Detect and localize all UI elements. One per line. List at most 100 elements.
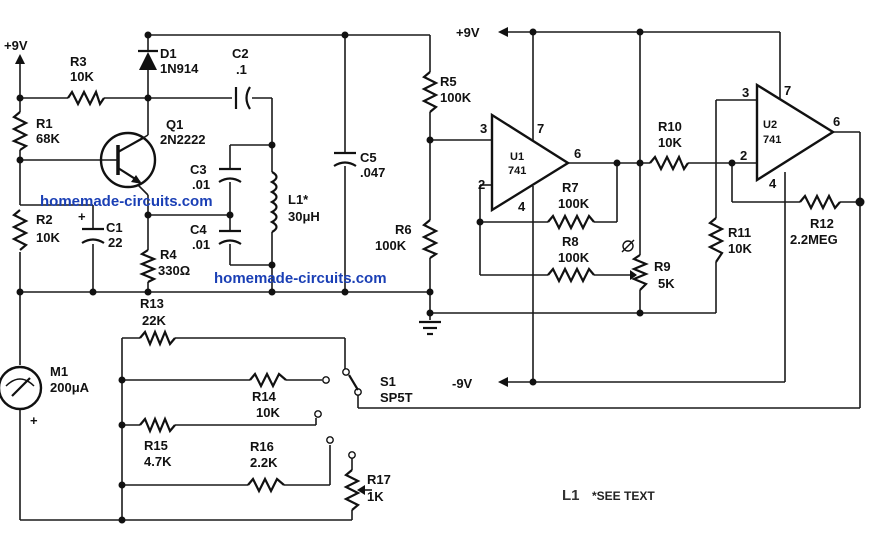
r15-value: 4.7K [144,454,172,469]
capacitor-c2 [234,86,251,110]
resistor-r12 [799,193,841,211]
opamp-u1 [490,112,571,213]
r12-ref: R12 [810,216,834,231]
l1-ref: L1* [288,192,309,207]
r3-ref: R3 [70,54,87,69]
r9-value: 5K [658,276,675,291]
resistor-r14 [249,371,287,389]
capacitor-c3 [218,167,242,183]
transistor-q1 [99,131,157,189]
u2-pin4: 4 [769,176,777,191]
supply-label-top: +9V [456,25,480,40]
resistor-r5 [421,71,439,113]
resistor-r15 [139,416,176,434]
d1-value: 1N914 [160,61,199,76]
d1-ref: D1 [160,46,177,61]
u1-ref: U1 [510,151,524,163]
r7-ref: R7 [562,180,579,195]
labels: +9V +9V -9V D1 1N914 C2 .1 R3 10K R1 68K… [4,25,840,504]
u2-pin6: 6 [833,114,840,129]
potentiometer-r9 [621,239,649,291]
r17-ref: R17 [367,472,391,487]
r10-value: 10K [658,135,682,150]
c3-value: .01 [192,177,210,192]
u1-pin4: 4 [518,199,526,214]
c4-value: .01 [192,237,210,252]
u2-part: 741 [763,134,781,146]
resistor-r3 [67,89,105,107]
u2-pin3: 3 [742,85,749,100]
capacitor-c4 [218,229,242,245]
resistor-r11 [707,217,725,263]
r10-ref: R10 [658,119,682,134]
r16-ref: R16 [250,439,274,454]
r1-ref: R1 [36,116,53,131]
r4-ref: R4 [160,247,177,262]
r17-value: 1K [367,489,384,504]
diode-d1 [138,49,158,70]
footnote-text: *SEE TEXT [592,489,655,503]
r9-ref: R9 [654,259,671,274]
watermark-lower: homemade-circuits.com [214,270,387,287]
u1-pin2: 2 [478,177,485,192]
resistor-r1 [11,111,29,151]
c4-ref: C4 [190,222,207,237]
r6-value: 100K [375,238,407,253]
r2-ref: R2 [36,212,53,227]
potentiometer-r17 [343,469,372,511]
u1-pin7: 7 [537,121,544,136]
u2-pin7: 7 [784,83,791,98]
c2-ref: C2 [232,46,249,61]
r1-value: 68K [36,131,60,146]
r13-ref: R13 [140,296,164,311]
s1-ref: S1 [380,374,396,389]
r7-value: 100K [558,196,590,211]
r16-value: 2.2K [250,455,278,470]
m1-plus: + [30,413,38,428]
r14-value: 10K [256,405,280,420]
r13-value: 22K [142,313,166,328]
footnote-ref: L1 [562,487,580,504]
r14-ref: R14 [252,389,277,404]
s1-value: SP5T [380,390,413,405]
c5-ref: C5 [360,150,377,165]
u2-ref: U2 [763,119,777,131]
r2-value: 10K [36,230,60,245]
r5-value: 100K [440,90,472,105]
ground-symbol [419,320,441,336]
capacitor-c5 [333,151,357,167]
q1-value: 2N2222 [160,132,206,147]
resistor-r6 [421,219,439,259]
resistor-r13 [139,329,176,347]
c3-ref: C3 [190,162,207,177]
resistor-r10 [649,154,689,172]
c1-plus: + [78,209,86,224]
q1-ref: Q1 [166,117,183,132]
u2-pin2: 2 [740,148,747,163]
supply-label-negative: -9V [452,376,473,391]
resistor-r4 [139,249,157,283]
l1-value: 30μH [288,209,320,224]
r6-ref: R6 [395,222,412,237]
u1-pin3: 3 [480,121,487,136]
meter-m1 [0,365,43,411]
resistor-r16 [247,476,285,494]
inductor-l1 [269,171,278,233]
c5-value: .047 [360,165,385,180]
r5-ref: R5 [440,74,457,89]
r12-value: 2.2MEG [790,232,838,247]
r3-value: 10K [70,69,94,84]
resistor-r2 [11,209,29,251]
r15-ref: R15 [144,438,168,453]
u1-part: 741 [508,165,526,177]
c1-ref: C1 [106,220,123,235]
r11-value: 10K [728,241,752,256]
u1-pin6: 6 [574,146,581,161]
r11-ref: R11 [728,225,751,240]
c1-value: 22 [108,235,122,250]
watermark-upper: homemade-circuits.com [40,193,213,210]
wires [15,27,861,521]
junction-dots [16,28,865,524]
c2-value: .1 [236,62,247,77]
